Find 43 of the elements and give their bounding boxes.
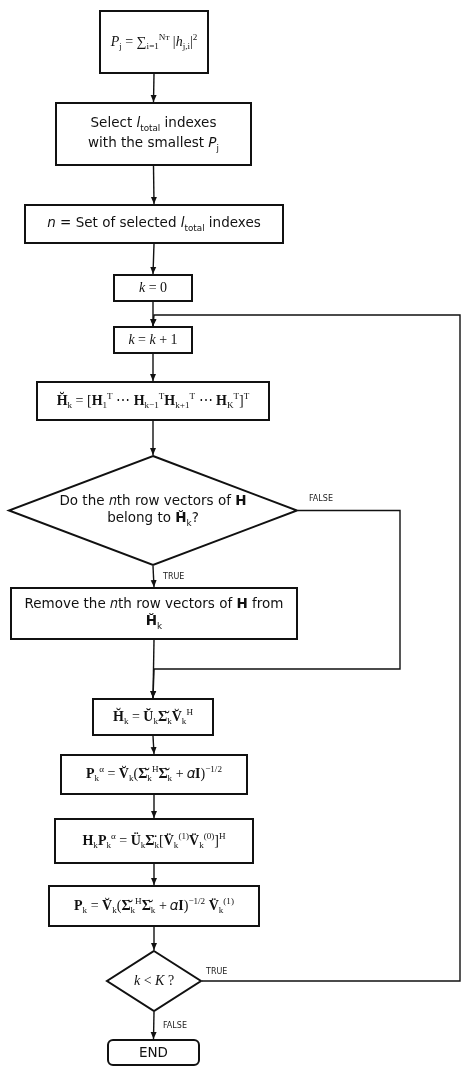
process-box	[54, 818, 254, 864]
formula-text: k = k + 1	[128, 331, 178, 349]
arrow	[151, 863, 157, 886]
arrow	[150, 73, 157, 103]
formula-text: k < K ?	[133, 972, 175, 990]
arrow	[151, 926, 157, 951]
process-box	[113, 274, 193, 302]
arrow	[150, 314, 461, 982]
process-box	[36, 381, 270, 421]
step-text: Select l$_{total}$ indexes with the smallest P$_{j}$	[87, 114, 220, 154]
formula-text: k = 0	[138, 279, 168, 297]
arrow	[150, 1011, 157, 1040]
arrow	[150, 165, 157, 205]
process-box	[60, 754, 248, 795]
edge-label: TRUE	[162, 572, 186, 581]
step-text: END	[139, 1044, 168, 1061]
arrow	[150, 420, 156, 456]
process-box	[113, 326, 193, 354]
arrow	[150, 565, 157, 588]
process-box	[92, 698, 214, 736]
formula-text: H̆$_{k}$ = [H$_{1}$$^{T}$ ⋯ H$_{k−1}$$^{T}$H$_{k+1}$$^{T}$ ⋯ H$_{K}$$^{T}$]$^{T}$	[56, 390, 250, 412]
decision-diamond	[106, 950, 202, 1012]
edge-label: FALSE	[162, 1021, 188, 1030]
arrow	[151, 794, 157, 819]
process-box	[48, 885, 260, 927]
step-text: Do the 𝑛th row vectors of H belong to H̆$_{k}$?	[58, 492, 248, 529]
step-text: Remove the 𝑛th row vectors of H from H̆$_{k}$	[23, 595, 285, 632]
process-box	[55, 102, 252, 166]
arrow	[150, 243, 157, 275]
formula-text: P$_{k}$$^{α}$ = V̆$_{k}$(Σ̆$_{k}$$^{H}$Σ̆$_{k}$ + 𝛼I)$^{−1/2}$	[86, 764, 222, 785]
arrow	[150, 353, 156, 382]
terminal-box	[107, 1039, 200, 1066]
arrow	[150, 509, 401, 699]
formula-text: H$_{k}$P$_{k}$$^{α}$ = Ü$_{k}$Σ̈$_{k}$[V̈$_{k}$$^{(1)}$V̈$_{k}$$^{(0)}$]$^{H}$	[82, 830, 226, 852]
process-box	[10, 587, 298, 640]
edge-label: TRUE	[205, 967, 229, 976]
edge-label: FALSE	[308, 494, 334, 503]
formula-text: P$_{j}$ = ∑$_{i=1}$$^{Nᴛ}$ |h$_{j,i}$|$^{2}$	[110, 31, 198, 53]
process-box	[24, 204, 284, 244]
arrow	[150, 735, 157, 755]
process-box	[99, 10, 209, 74]
step-text: n = Set of selected l$_{total}$ indexes	[47, 214, 261, 234]
decision-diamond	[8, 455, 298, 566]
